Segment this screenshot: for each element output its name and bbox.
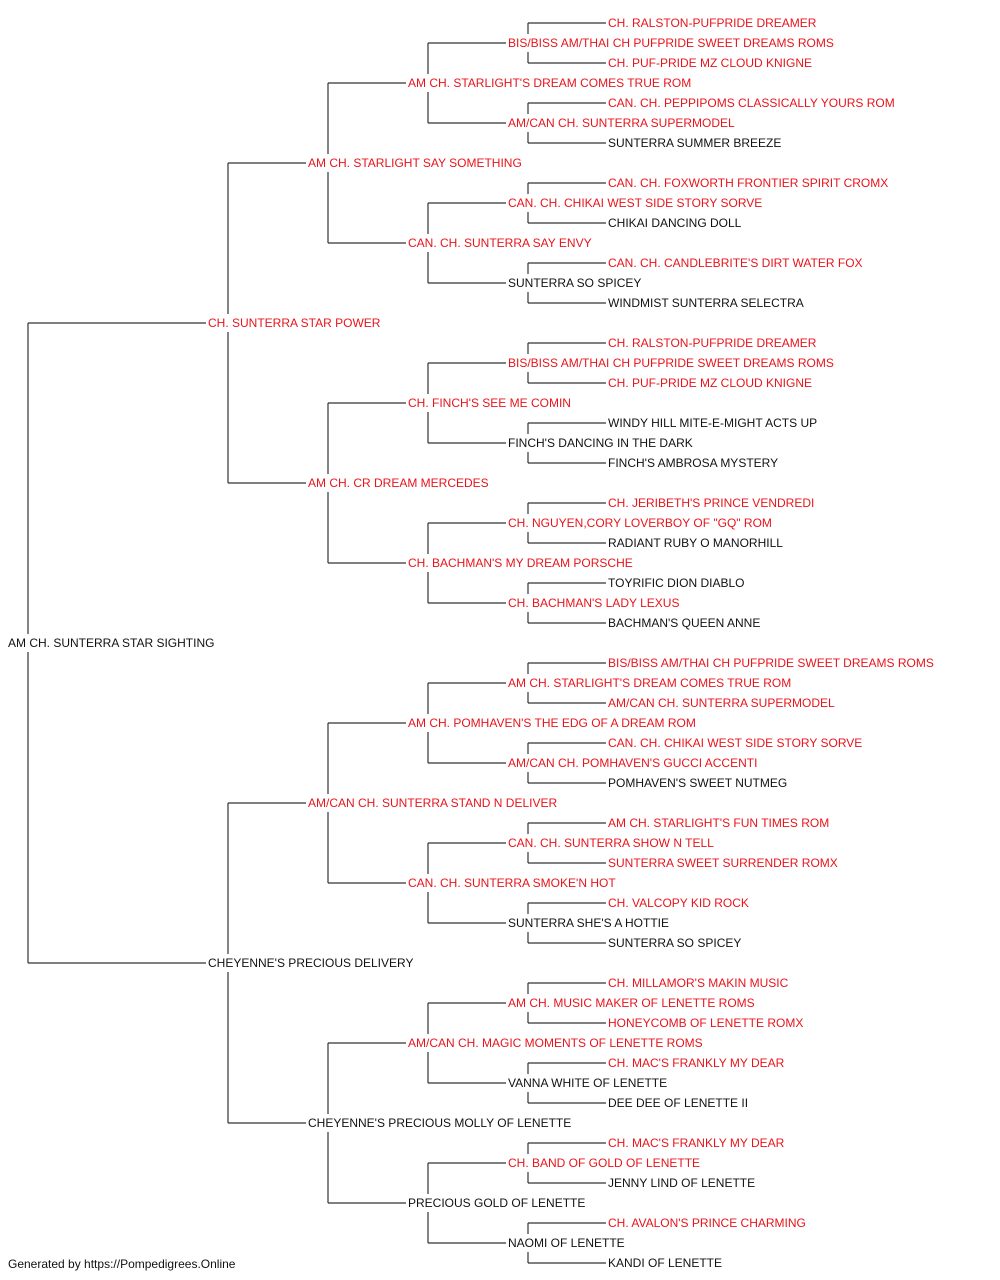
pedigree-dam-gen5: SUNTERRA SUMMER BREEZE (608, 136, 782, 150)
pedigree-dam-gen4: VANNA WHITE OF LENETTE (508, 1076, 668, 1090)
pedigree-dam-gen5: FINCH'S AMBROSA MYSTERY (608, 456, 779, 470)
pedigree-sire-gen5: CAN. CH. FOXWORTH FRONTIER SPIRIT CROMX (608, 176, 889, 190)
pedigree-dam-gen5: DEE DEE OF LENETTE II (608, 1096, 749, 1110)
pedigree-dam-gen4: SUNTERRA SHE'S A HOTTIE (508, 916, 669, 930)
pedigree-sire-gen5: CH. JERIBETH'S PRINCE VENDREDI (608, 496, 815, 510)
pedigree-dam-gen5: BACHMAN'S QUEEN ANNE (608, 616, 761, 630)
pedigree-sire-gen3: AM/CAN CH. MAGIC MOMENTS OF LENETTE ROMS (408, 1036, 703, 1050)
pedigree-sire-gen5: WINDY HILL MITE-E-MIGHT ACTS UP (608, 416, 818, 430)
pedigree-dam-gen2: AM CH. CR DREAM MERCEDES (308, 476, 489, 490)
pedigree-sire-gen5: CH. AVALON'S PRINCE CHARMING (608, 1216, 806, 1230)
pedigree-dam-gen4: CH. BACHMAN'S LADY LEXUS (508, 596, 680, 610)
pedigree-dam-gen4: AM/CAN CH. POMHAVEN'S GUCCI ACCENTI (508, 756, 758, 770)
pedigree-dam-gen5: KANDI OF LENETTE (608, 1256, 723, 1270)
pedigree-sire-gen3: AM CH. STARLIGHT'S DREAM COMES TRUE ROM (408, 76, 692, 90)
pedigree-dam-gen3: CAN. CH. SUNTERRA SAY ENVY (408, 236, 592, 250)
pedigree-dam-gen3: CAN. CH. SUNTERRA SMOKE'N HOT (408, 876, 616, 890)
pedigree-sire-gen4: BIS/BISS AM/THAI CH PUFPRIDE SWEET DREAM… (508, 356, 834, 370)
pedigree-dam-gen4: FINCH'S DANCING IN THE DARK (508, 436, 693, 450)
pedigree-sire-gen5: TOYRIFIC DION DIABLO (608, 576, 745, 590)
pedigree-sire-gen4: BIS/BISS AM/THAI CH PUFPRIDE SWEET DREAM… (508, 36, 834, 50)
pedigree-dam-gen2: CHEYENNE'S PRECIOUS MOLLY OF LENETTE (308, 1116, 572, 1130)
pedigree-dam-gen5: CHIKAI DANCING DOLL (608, 216, 742, 230)
pedigree-sire-gen5: CH. MAC'S FRANKLY MY DEAR (608, 1056, 785, 1070)
pedigree-sire-gen5: CH. VALCOPY KID ROCK (608, 896, 749, 910)
pedigree-dam-gen5: SUNTERRA SO SPICEY (608, 936, 742, 950)
pedigree-sire-gen4: CH. BAND OF GOLD OF LENETTE (508, 1156, 701, 1170)
pedigree-dam-gen5: JENNY LIND OF LENETTE (608, 1176, 756, 1190)
pedigree-dam-gen5: SUNTERRA SWEET SURRENDER ROMX (608, 856, 838, 870)
pedigree-dam-gen1: CHEYENNE'S PRECIOUS DELIVERY (208, 956, 414, 970)
pedigree-dam-gen3: CH. BACHMAN'S MY DREAM PORSCHE (408, 556, 633, 570)
pedigree-sire-gen5: CH. MILLAMOR'S MAKIN MUSIC (608, 976, 789, 990)
pedigree-dam-gen5: CH. PUF-PRIDE MZ CLOUD KNIGNE (608, 56, 813, 70)
footer-credit: Generated by https://Pompedigrees.Online (8, 1257, 236, 1271)
pedigree-sire-gen4: CAN. CH. SUNTERRA SHOW N TELL (508, 836, 714, 850)
subject-dog-name: AM CH. SUNTERRA STAR SIGHTING (8, 636, 215, 650)
pedigree-sire-gen5: CAN. CH. CHIKAI WEST SIDE STORY SORVE (608, 736, 863, 750)
pedigree-sire-gen2: AM/CAN CH. SUNTERRA STAND N DELIVER (308, 796, 558, 810)
pedigree-sire-gen4: AM CH. MUSIC MAKER OF LENETTE ROMS (508, 996, 755, 1010)
pedigree-dam-gen5: HONEYCOMB OF LENETTE ROMX (608, 1016, 804, 1030)
pedigree-dam-gen5: WINDMIST SUNTERRA SELECTRA (608, 296, 804, 310)
pedigree-sire-gen3: CH. FINCH'S SEE ME COMIN (408, 396, 571, 410)
pedigree-sire-gen5: CH. RALSTON-PUFPRIDE DREAMER (608, 336, 817, 350)
pedigree-sire-gen2: AM CH. STARLIGHT SAY SOMETHING (308, 156, 522, 170)
pedigree-dam-gen4: AM/CAN CH. SUNTERRA SUPERMODEL (508, 116, 735, 130)
pedigree-sire-gen4: AM CH. STARLIGHT'S DREAM COMES TRUE ROM (508, 676, 792, 690)
pedigree-sire-gen5: BIS/BISS AM/THAI CH PUFPRIDE SWEET DREAM… (608, 656, 934, 670)
pedigree-sire-gen5: AM CH. STARLIGHT'S FUN TIMES ROM (608, 816, 830, 830)
pedigree-sire-gen5: CH. MAC'S FRANKLY MY DEAR (608, 1136, 785, 1150)
pedigree-sire-gen4: CH. NGUYEN,CORY LOVERBOY OF "GQ" ROM (508, 516, 772, 530)
pedigree-sire-gen5: CAN. CH. CANDLEBRITE'S DIRT WATER FOX (608, 256, 863, 270)
pedigree-sire-gen5: CAN. CH. PEPPIPOMS CLASSICALLY YOURS ROM (608, 96, 895, 110)
pedigree-dam-gen5: AM/CAN CH. SUNTERRA SUPERMODEL (608, 696, 835, 710)
pedigree-dam-gen3: PRECIOUS GOLD OF LENETTE (408, 1196, 586, 1210)
pedigree-sire-gen1: CH. SUNTERRA STAR POWER (208, 316, 381, 330)
pedigree-dam-gen5: RADIANT RUBY O MANORHILL (608, 536, 783, 550)
pedigree-dam-gen4: NAOMI OF LENETTE (508, 1236, 625, 1250)
pedigree-sire-gen5: CH. RALSTON-PUFPRIDE DREAMER (608, 16, 817, 30)
pedigree-dam-gen4: SUNTERRA SO SPICEY (508, 276, 642, 290)
pedigree-dam-gen5: POMHAVEN'S SWEET NUTMEG (608, 776, 788, 790)
pedigree-sire-gen3: AM CH. POMHAVEN'S THE EDG OF A DREAM ROM (408, 716, 696, 730)
pedigree-dam-gen5: CH. PUF-PRIDE MZ CLOUD KNIGNE (608, 376, 813, 390)
pedigree-sire-gen4: CAN. CH. CHIKAI WEST SIDE STORY SORVE (508, 196, 763, 210)
